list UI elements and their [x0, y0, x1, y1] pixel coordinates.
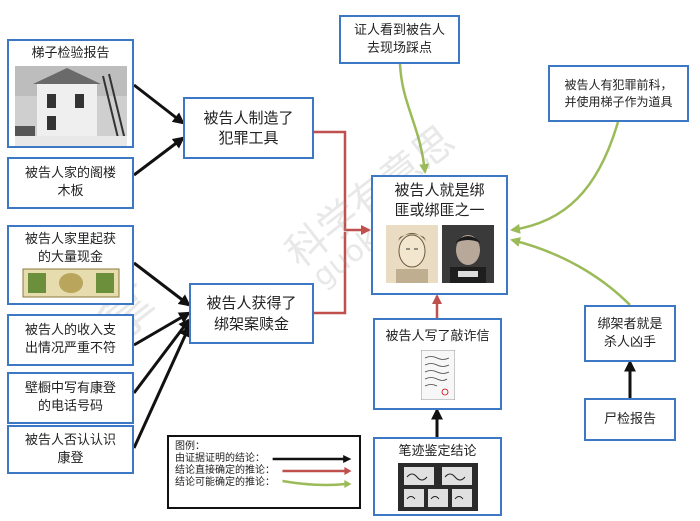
node-made-tool-label: 被告人制造了 犯罪工具	[203, 108, 294, 147]
node-attic-board: 被告人家的阁楼 木板	[7, 157, 134, 209]
node-ransom-note: 被告人写了敲诈信	[373, 318, 502, 410]
node-ladder-report: 梯子检验报告	[7, 39, 134, 148]
node-autopsy-label: 尸检报告	[603, 411, 656, 427]
arrow-cash-to-ransom	[133, 261, 191, 307]
legend-label-black: 由证据证明的结论：	[175, 453, 265, 465]
node-ladder-report-label: 梯子检验报告	[31, 46, 110, 61]
node-closet-phone-label: 壁橱中写有康登 的电话号码	[24, 381, 116, 414]
arrow-tool-to-main	[314, 130, 371, 235]
legend-row-black: 由证据证明的结论：	[175, 453, 353, 465]
node-closet-phone: 壁橱中写有康登 的电话号码	[7, 372, 134, 424]
node-kidnapper-killer-label: 绑架者就是 杀人凶手	[597, 316, 663, 350]
arrow-prior-to-main	[510, 121, 620, 234]
legend-title-row: 图例：	[175, 441, 353, 453]
node-prior-record-label: 被告人有犯罪前科， 并使用梯子作为道具	[564, 78, 673, 109]
node-main-conclusion: 被告人就是绑 匪或绑匪之一	[371, 175, 508, 295]
arrow-ladder-to-tool	[133, 83, 185, 125]
node-prior-record: 被告人有犯罪前科， 并使用梯子作为道具	[548, 65, 689, 122]
arrow-witness-to-main	[398, 63, 430, 174]
node-kidnapper-killer: 绑架者就是 杀人凶手	[584, 305, 676, 362]
node-got-ransom: 被告人获得了 绑架案赎金	[189, 283, 314, 344]
node-ransom-note-label: 被告人写了敲诈信	[385, 329, 490, 344]
arrow-attic-to-tool	[133, 136, 185, 177]
node-main-conclusion-label: 被告人就是绑 匪或绑匪之一	[394, 181, 485, 220]
node-attic-board-label: 被告人家的阁楼 木板	[24, 166, 116, 199]
node-witness: 证人看到被告人 去现场踩点	[339, 15, 460, 64]
legend-row-red: 结论直接确定的推论：	[175, 465, 353, 477]
legend-arrow-red	[282, 467, 352, 475]
handwriting-samples-image	[397, 462, 478, 511]
legend-row-green: 结论可能确定的推论：	[175, 477, 353, 489]
photo-banknote	[22, 268, 119, 298]
node-got-ransom-label: 被告人获得了 绑架案赎金	[206, 294, 297, 333]
arrow-ransom-to-main	[314, 232, 347, 315]
legend-label-green: 结论可能确定的推论：	[175, 477, 275, 489]
legend: 图例： 由证据证明的结论： 结论直接确定的推论： 结论可能确定的推论：	[167, 435, 361, 509]
arrow-closet-to-ransom	[132, 318, 191, 394]
arrow-deny-to-ransom	[132, 324, 191, 449]
legend-label-red: 结论直接确定的推论：	[175, 465, 275, 477]
node-handwriting-label: 笔迹鉴定结论	[398, 444, 477, 459]
node-income-mismatch: 被告人的收入支 出情况严重不符	[7, 314, 134, 366]
legend-title: 图例：	[175, 441, 205, 453]
node-made-tool: 被告人制造了 犯罪工具	[183, 97, 314, 159]
node-cash-found: 被告人家里起获 的大量现金	[7, 225, 134, 305]
arrow-killer-to-main	[510, 237, 631, 306]
node-deny-condon-label: 被告人否认认识 康登	[24, 432, 116, 466]
legend-arrow-black	[272, 455, 352, 463]
node-deny-condon: 被告人否认认识 康登	[7, 425, 134, 474]
ransom-letter-image	[420, 349, 455, 400]
sketch-portrait	[385, 224, 438, 283]
node-cash-found-label: 被告人家里起获 的大量现金	[24, 232, 116, 265]
node-autopsy: 尸检报告	[584, 398, 676, 441]
photo-ladder-house	[14, 65, 127, 146]
suspect-photos	[385, 224, 494, 283]
node-handwriting: 笔迹鉴定结论	[373, 437, 502, 516]
legend-arrow-green	[282, 479, 352, 488]
node-income-mismatch-label: 被告人的收入支 出情况严重不符	[24, 323, 116, 356]
mugshot-photo	[441, 224, 494, 283]
node-witness-label: 证人看到被告人 去现场踩点	[353, 22, 445, 56]
